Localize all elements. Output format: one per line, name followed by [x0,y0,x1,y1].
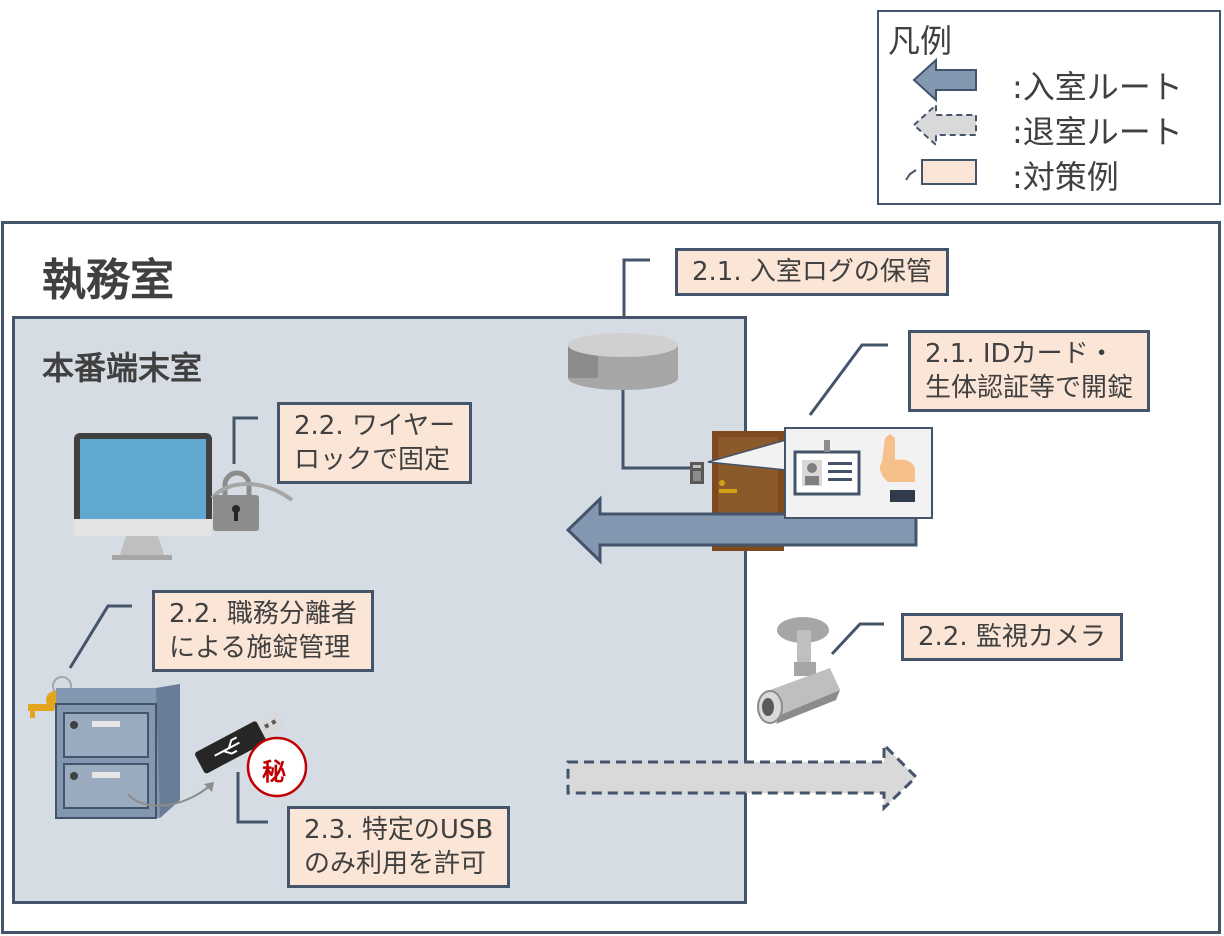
legend-title: 凡例 [888,22,953,60]
callout-key-management-line2: による施錠管理 [169,633,351,663]
callout-usb: 2.3. 特定のUSB のみ利用を許可 [287,806,511,888]
callout-id-card-line2: 生体認証等で開錠 [925,373,1134,403]
camera-icon [757,617,840,724]
legend-measure-label: :対策例 [1012,158,1119,196]
secret-stamp [246,736,308,798]
log-callout-leader [622,258,650,316]
usb-callout-leader [236,772,268,824]
finger-icon [880,434,915,502]
callout-key-management-line1: 2.2. 職務分離者 [169,599,357,629]
id-card-callout-leader [808,343,888,416]
secret-stamp-label: 秘 [262,758,286,786]
callout-wire-lock-line1: 2.2. ワイヤー [294,411,456,441]
production-room-title: 本番端末室 [42,349,203,387]
usb-icon [195,713,285,774]
callout-camera-text: 2.2. 監視カメラ [918,622,1106,652]
key-callout-leader [68,604,132,669]
id-card-icon [793,440,861,496]
callout-id-card-line1: 2.1. IDカード・ [925,339,1115,369]
legend-exit-label: :退室ルート [1012,113,1183,151]
callout-usb-line1: 2.3. 特定のUSB [304,815,494,845]
card-reader-icon [690,462,704,484]
callout-usb-line2: のみ利用を許可 [304,849,487,879]
callout-wire-lock-line2: ロックで固定 [294,445,451,475]
office-room-title: 執務室 [42,255,174,306]
padlock-icon [210,470,294,531]
callout-log-storage: 2.1. 入室ログの保管 [675,248,949,296]
wire-lock-callout-leader [232,416,258,464]
legend-exit-arrow [912,102,977,148]
camera-callout-leader [830,622,884,656]
cabinet-icon [55,684,180,819]
exit-route-arrow [566,741,919,812]
legend-measure-sample [905,159,977,185]
callout-camera: 2.2. 監視カメラ [901,613,1123,661]
log-connector [621,390,696,470]
callout-key-management: 2.2. 職務分離者 による施錠管理 [152,590,374,672]
callout-wire-lock: 2.2. ワイヤー ロックで固定 [277,402,473,484]
callout-log-storage-text: 2.1. 入室ログの保管 [692,257,932,287]
database-icon [568,333,678,390]
legend-entry-label: :入室ルート [1012,68,1183,106]
office-room [1,221,1221,934]
monitor-icon [74,433,212,560]
legend-entry-arrow [912,57,977,103]
callout-id-card: 2.1. IDカード・ 生体認証等で開錠 [908,330,1151,412]
